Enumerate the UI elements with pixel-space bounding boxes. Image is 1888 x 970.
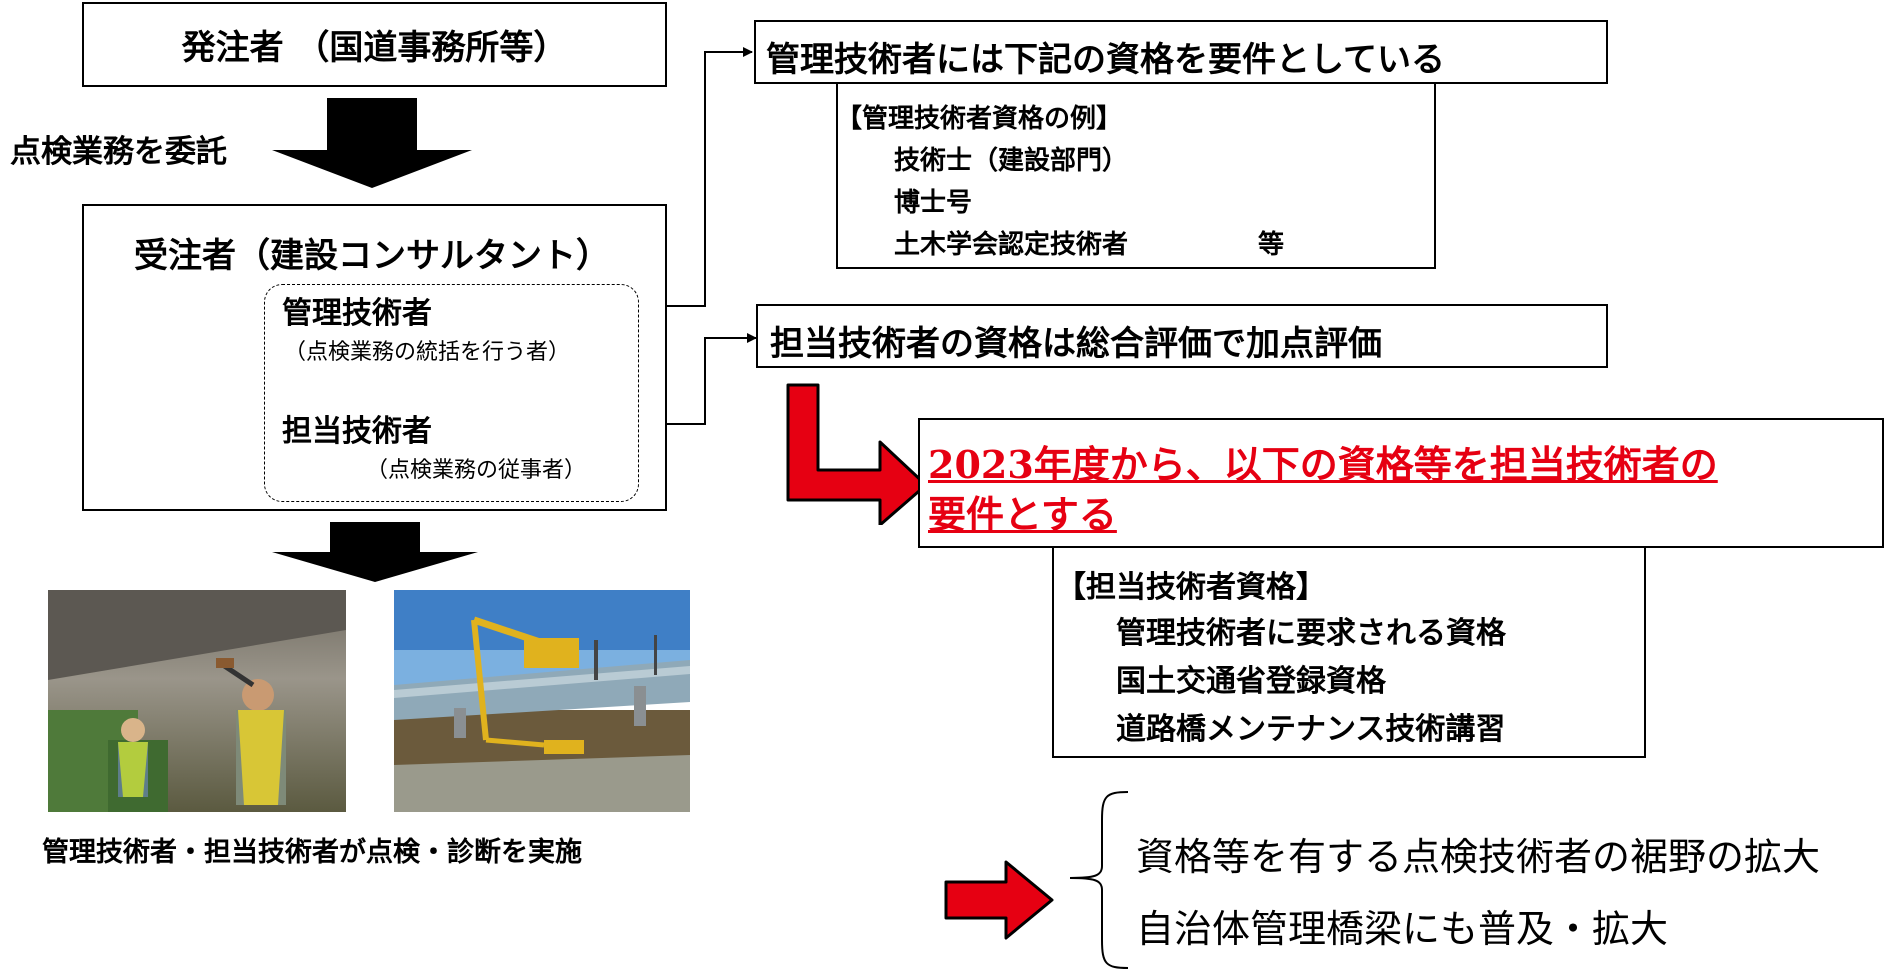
new-requirement-line1: 2023年度から、以下の資格等を担当技術者の (928, 442, 1718, 487)
personnel-group (264, 284, 639, 502)
manager-qualification-item: 博士号 (894, 188, 973, 218)
manager-qualification-item: 技術士（建設部門） (894, 146, 1129, 176)
delegation-label: 点検業務を委託 (10, 126, 227, 171)
inspection-photo-bridge (394, 590, 690, 812)
orderer-title: 発注者 （国道事務所等） (181, 28, 568, 68)
red-right-arrow-icon (944, 860, 1054, 940)
manager-qualification-item: 土木学会認定技術者 (894, 230, 1129, 260)
brace-icon (1069, 791, 1129, 969)
outcome-item: 資格等を有する点検技術者の裾野の拡大 (1136, 835, 1821, 879)
engineer-qualifications-box: 【担当技術者資格】 管理技術者に要求される資格 国土交通省登録資格 道路橋メンテ… (1052, 548, 1646, 758)
engineer-label: 担当技術者 (282, 414, 432, 449)
engineer-evaluation-box: 担当技術者の資格は総合評価で加点評価 (756, 304, 1608, 368)
engineer-qualification-item: 国土交通省登録資格 (1116, 664, 1386, 699)
contractor-title: 受注者（建設コンサルタント） (134, 236, 610, 276)
implementation-caption: 管理技術者・担当技術者が点検・診断を実施 (42, 837, 582, 868)
orderer-box: 発注者 （国道事務所等） (82, 2, 667, 87)
manager-qualifications-heading: 【管理技術者資格の例】 (836, 104, 1123, 134)
manager-role: （点検業務の統括を行う者） (284, 340, 571, 365)
engineer-evaluation-text: 担当技術者の資格は総合評価で加点評価 (770, 324, 1382, 364)
manager-label: 管理技術者 (282, 296, 432, 331)
contractor-box: 受注者（建設コンサルタント） 管理技術者 （点検業務の統括を行う者） 担当技術者… (82, 204, 667, 511)
inspection-photo-underside (48, 590, 346, 812)
manager-qualifications-box: 【管理技術者資格の例】 技術士（建設部門） 博士号 土木学会認定技術者 等 (836, 84, 1436, 269)
engineer-qualification-item: 道路橋メンテナンス技術講習 (1116, 712, 1506, 747)
new-requirement-box: 2023年度から、以下の資格等を担当技術者の 要件とする (918, 418, 1884, 548)
engineer-role: （点検業務の従事者） (366, 458, 587, 483)
manager-requirement-box: 管理技術者には下記の資格を要件としている (754, 20, 1608, 84)
outcome-item: 自治体管理橋梁にも普及・拡大 (1136, 907, 1669, 951)
red-bent-arrow-icon (786, 383, 928, 525)
down-arrow-icon (272, 522, 478, 582)
down-arrow-icon (272, 98, 472, 188)
manager-requirement-text: 管理技術者には下記の資格を要件としている (766, 40, 1445, 80)
manager-qualification-suffix: 等 (1258, 230, 1285, 260)
engineer-qualifications-heading: 【担当技術者資格】 (1056, 570, 1326, 605)
new-requirement-line2: 要件とする (928, 492, 1117, 537)
engineer-qualification-item: 管理技術者に要求される資格 (1116, 616, 1506, 651)
